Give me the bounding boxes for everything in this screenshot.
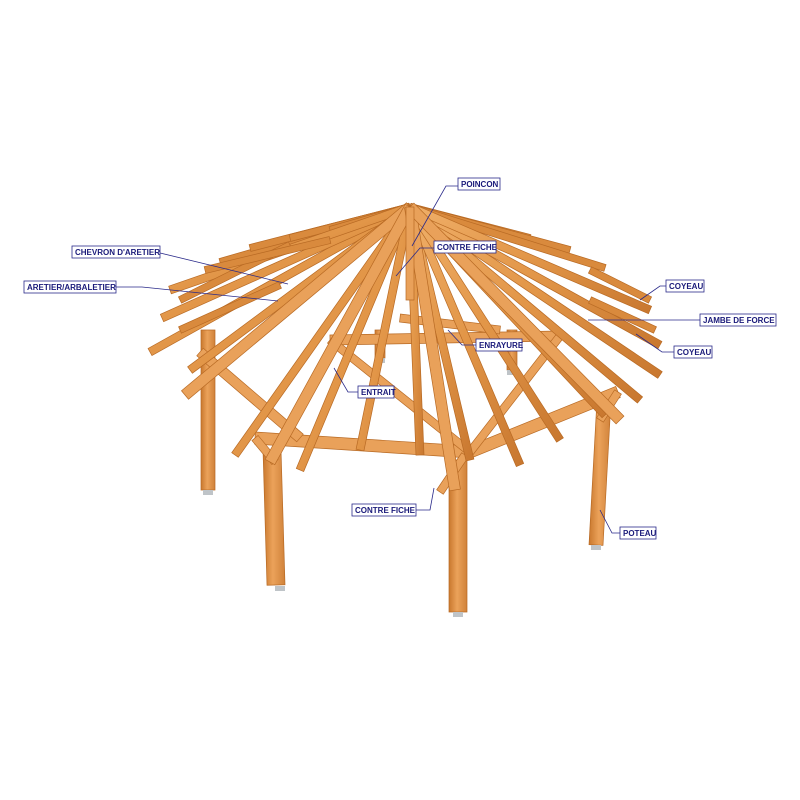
svg-text:COYEAU: COYEAU: [669, 282, 703, 291]
label-coyeau-bottom: COYEAU: [635, 333, 713, 359]
coyeau-rafter: [587, 266, 653, 304]
post-foot: [591, 545, 601, 550]
svg-text:CONTRE FICHE: CONTRE FICHE: [355, 506, 416, 515]
post-foot: [453, 612, 463, 617]
post-foot: [275, 586, 285, 591]
label-contre-fiche-bottom: CONTRE FICHE: [351, 487, 435, 517]
label-enrayure: ENRAYURE: [447, 329, 524, 352]
label-entrait: ENTRAIT: [333, 367, 396, 399]
label-contre-fiche-top: CONTRE FICHE: [395, 240, 498, 277]
svg-text:CHEVRON D'ARETIER: CHEVRON D'ARETIER: [75, 248, 160, 257]
svg-text:CONTRE FICHE: CONTRE FICHE: [437, 243, 498, 252]
label-chevron-aretier: CHEVRON D'ARETIER: [71, 245, 289, 285]
svg-text:COYEAU: COYEAU: [677, 348, 711, 357]
label-jambe-de-force: JAMBE DE FORCE: [588, 313, 777, 327]
post-foot: [203, 490, 213, 495]
coyeau-rafter: [203, 236, 332, 274]
svg-text:POINCON: POINCON: [461, 180, 499, 189]
svg-text:JAMBE DE FORCE: JAMBE DE FORCE: [703, 316, 775, 325]
front-rafters: [147, 202, 663, 492]
poteau-post: [262, 449, 286, 586]
label-poteau: POTEAU: [599, 509, 657, 540]
svg-text:ARETIER/ARBALETIER: ARETIER/ARBALETIER: [27, 283, 116, 292]
front-rafter: [407, 202, 653, 315]
label-aretier-arbaletier: ARETIER/ARBALETIER: [23, 280, 279, 302]
poteau-post: [588, 399, 612, 546]
posts: [200, 329, 612, 617]
tie-beams: [196, 313, 622, 495]
poincon-kingpost: [405, 206, 415, 301]
aretier-rafter: [405, 202, 625, 425]
svg-text:ENRAYURE: ENRAYURE: [479, 341, 524, 350]
label-coyeau-top: COYEAU: [639, 279, 705, 301]
label-poincon: POINCON: [411, 177, 501, 247]
svg-text:ENTRAIT: ENTRAIT: [361, 388, 396, 397]
coyeau-rafter: [588, 296, 657, 334]
svg-text:POTEAU: POTEAU: [623, 529, 657, 538]
